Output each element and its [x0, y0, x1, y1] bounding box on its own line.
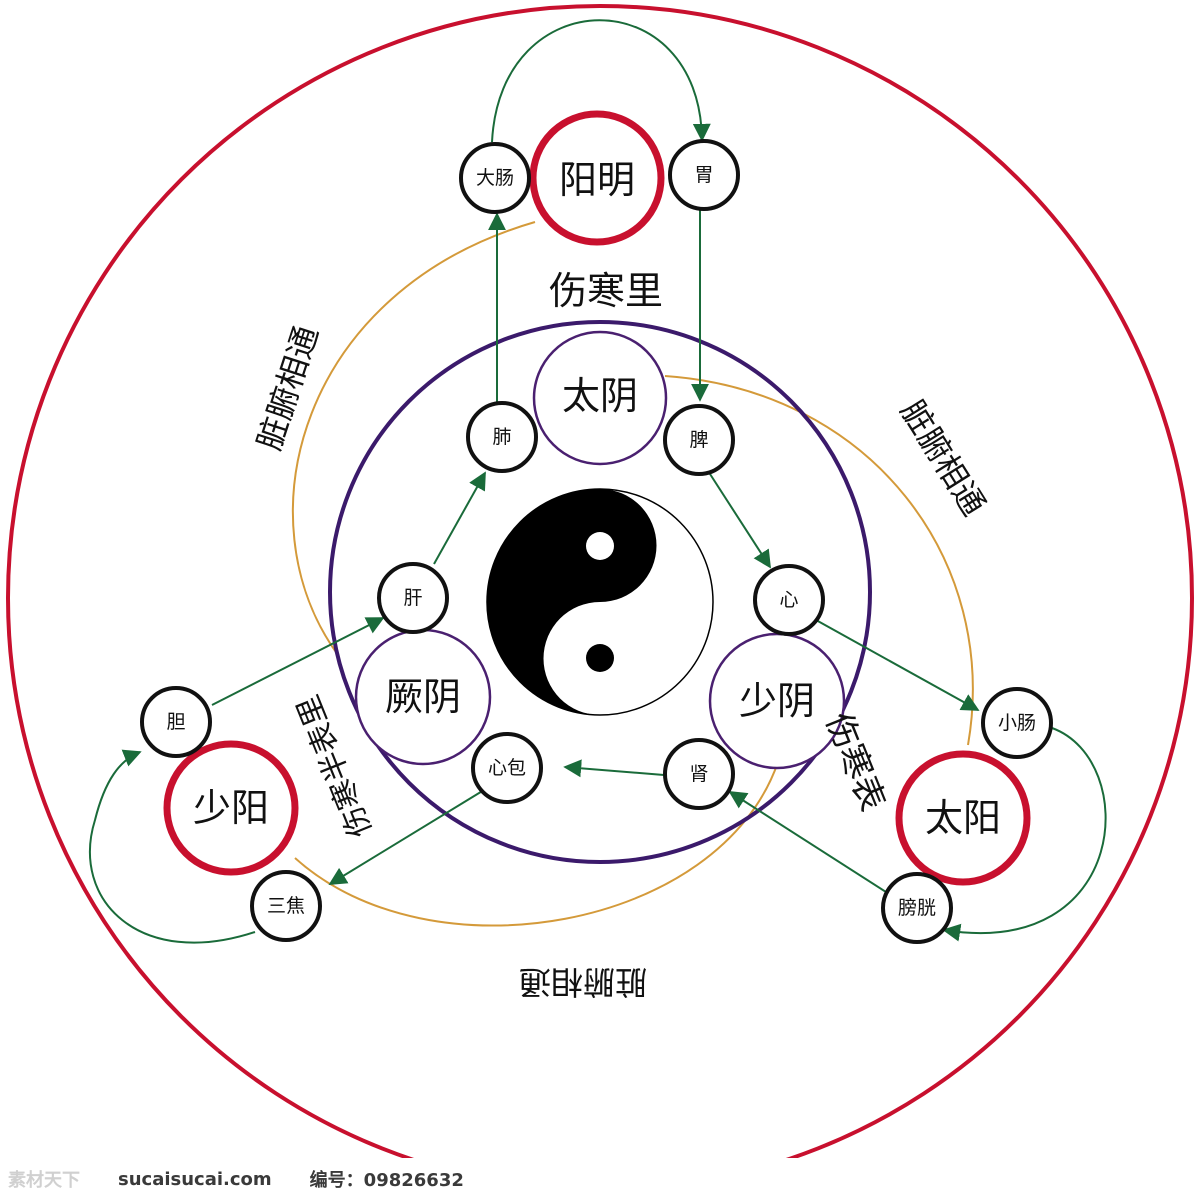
zangfu-link-curves: [291, 221, 974, 927]
arrow-pangguang-shen: [728, 791, 887, 893]
xinbao-circle: [471, 732, 543, 804]
yangming-label: 阳明: [559, 158, 635, 202]
zangfu-right-label: 脏腑相通: [893, 394, 993, 523]
wei-label: 胃: [694, 164, 713, 186]
xiaochang-circle: [981, 687, 1053, 759]
pi-label: 脾: [689, 429, 708, 451]
zangfu-left-label: 脏腑相通: [250, 321, 326, 454]
jueyin-label: 厥阴: [385, 675, 461, 719]
taiyin-circle: [532, 330, 668, 466]
shanghan-biao-label: 伤寒表: [817, 707, 892, 817]
flow-arrows: [89, 19, 1107, 944]
pangguang-circle: [881, 872, 953, 944]
arrow-xin-xiaochang: [815, 619, 980, 711]
xin-circle: [753, 564, 825, 636]
arrow-pi-xin: [709, 473, 771, 569]
watermark-bar: 素材天下 sucaisucai.com 编号：09826632: [0, 1158, 1200, 1200]
shanghan-li-label: 伤寒里: [549, 269, 663, 313]
wei-circle: [668, 139, 740, 211]
xiaochang-label: 小肠: [998, 712, 1036, 734]
zangfu-bottom-label: 脏腑相通: [519, 963, 647, 1001]
arrow-xiaochang-pangguang: [942, 727, 1107, 942]
fei-circle: [466, 401, 538, 473]
gan-label: 肝: [403, 587, 422, 609]
yin-yang-icon: [486, 488, 714, 716]
yangming-circle: [529, 110, 665, 246]
arrow-dachang-wei: [491, 19, 711, 143]
watermark-site: sucaisucai.com: [118, 1168, 272, 1190]
xinbao-label: 心包: [488, 757, 526, 779]
link-curve-shaoyin-shaoyang: [294, 761, 779, 927]
taiyin-label: 太阴: [562, 374, 638, 418]
shen-label: 肾: [689, 763, 708, 785]
shaoyang-label: 少阳: [193, 786, 269, 830]
shaoyang-circle: [163, 740, 299, 876]
pangguang-label: 膀胱: [898, 897, 936, 919]
sanjiao-label: 三焦: [267, 895, 305, 917]
arrow-gan-fei: [433, 471, 486, 565]
arrow-shen-xinbao: [563, 759, 665, 778]
gan-circle: [377, 562, 449, 634]
yin-channels: [354, 330, 846, 770]
shaoyin-circle: [708, 632, 846, 770]
watermark-id: 编号：09826632: [309, 1170, 464, 1191]
taiyang-label: 太阳: [925, 796, 1001, 840]
arrow-xinbao-sanjiao: [328, 789, 485, 885]
inner-ring: [328, 320, 872, 864]
shen-circle: [663, 738, 735, 810]
yang-channels: [163, 110, 1031, 886]
link-curve-yangming-jueyin: [291, 221, 536, 656]
sanjiao-circle: [250, 870, 322, 942]
taiyang-circle: [895, 750, 1031, 886]
organ-circles: [140, 139, 1053, 944]
dan-circle: [140, 686, 212, 758]
dan-label: 胆: [166, 711, 185, 733]
shaoyin-label: 少阴: [739, 679, 815, 723]
arrow-sanjiao-dan: [89, 749, 256, 944]
dachang-circle: [459, 142, 531, 214]
link-curve-taiyin-taiyang: [664, 375, 974, 746]
xin-label: 心: [779, 589, 798, 611]
watermark-logo: 素材天下: [8, 1170, 80, 1191]
fei-label: 肺: [492, 426, 511, 448]
arrow-dan-gan: [211, 617, 385, 706]
dachang-label: 大肠: [476, 167, 514, 189]
pi-circle: [663, 404, 735, 476]
